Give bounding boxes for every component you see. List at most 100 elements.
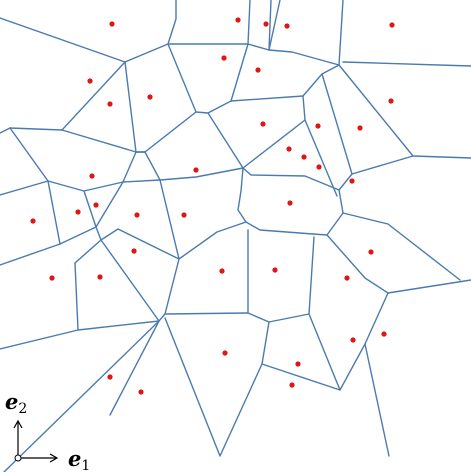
voronoi-site xyxy=(388,98,394,104)
voronoi-site xyxy=(221,55,227,61)
voronoi-site xyxy=(219,268,225,274)
voronoi-edge xyxy=(3,320,160,472)
voronoi-site xyxy=(357,125,363,131)
voronoi-edge xyxy=(207,112,244,169)
voronoi-edge xyxy=(74,239,102,264)
voronoi-sites xyxy=(30,17,395,395)
voronoi-edge xyxy=(9,127,63,131)
e2-label: e2 xyxy=(5,389,27,417)
voronoi-edge xyxy=(302,64,340,97)
voronoi-edge xyxy=(312,233,328,236)
voronoi-edge xyxy=(95,181,124,228)
voronoi-site xyxy=(316,164,322,170)
voronoi-site xyxy=(286,146,292,152)
voronoi-edge xyxy=(100,239,160,322)
voronoi-site xyxy=(255,67,261,73)
voronoi-site xyxy=(344,275,350,281)
voronoi-site xyxy=(147,94,153,100)
voronoi-edge xyxy=(268,0,344,66)
voronoi-site xyxy=(89,173,95,179)
origin-marker xyxy=(14,454,22,462)
voronoi-site xyxy=(181,212,187,218)
voronoi-site xyxy=(107,101,113,107)
voronoi-site xyxy=(107,374,113,380)
voronoi-site xyxy=(49,275,55,281)
voronoi-site xyxy=(131,248,137,254)
voronoi-site xyxy=(272,267,278,273)
voronoi-edge xyxy=(47,180,61,245)
voronoi-edge xyxy=(159,167,244,181)
voronoi-edge xyxy=(308,313,341,391)
voronoi-edge xyxy=(342,61,471,67)
voronoi-site xyxy=(134,212,140,218)
voronoi-site xyxy=(87,78,93,84)
voronoi-edge xyxy=(144,151,161,181)
voronoi-edge xyxy=(122,179,161,183)
voronoi-site xyxy=(138,389,144,395)
voronoi-edge xyxy=(342,212,389,225)
voronoi-site xyxy=(389,22,395,28)
axes-indicator: e1 e2 xyxy=(5,389,90,472)
voronoi-site xyxy=(235,17,241,23)
voronoi-edge xyxy=(230,43,249,102)
voronoi-site xyxy=(287,200,293,206)
voronoi-edge xyxy=(47,151,146,192)
voronoi-site xyxy=(368,249,374,255)
voronoi-edge xyxy=(387,223,461,281)
voronoi-site xyxy=(193,167,199,173)
voronoi-edge xyxy=(100,228,119,241)
voronoi-edge xyxy=(245,221,314,235)
e2-arrow xyxy=(13,419,23,458)
voronoi-edge xyxy=(59,226,102,245)
voronoi-edge xyxy=(261,321,366,391)
voronoi-edge xyxy=(61,61,126,131)
voronoi-edge xyxy=(237,167,247,223)
voronoi-site xyxy=(350,337,356,343)
voronoi-site xyxy=(381,331,387,337)
voronoi-edge xyxy=(124,61,137,153)
voronoi-edge xyxy=(0,262,79,350)
voronoi-edge xyxy=(167,43,197,113)
voronoi-edge xyxy=(195,95,304,114)
voronoi-edge xyxy=(338,64,471,159)
voronoi-edge xyxy=(164,236,315,323)
voronoi-edge xyxy=(304,119,338,197)
voronoi-edge xyxy=(83,190,97,228)
voronoi-site xyxy=(301,154,307,160)
e1-label: e1 xyxy=(68,446,90,472)
voronoi-edge xyxy=(364,292,390,457)
voronoi-site xyxy=(315,123,321,129)
voronoi-edge xyxy=(0,127,11,134)
voronoi-site xyxy=(284,23,290,29)
voronoi-site xyxy=(222,350,228,356)
voronoi-site xyxy=(295,361,301,367)
voronoi-edge xyxy=(117,228,180,260)
voronoi-edge xyxy=(0,243,61,266)
voronoi-edge xyxy=(144,111,197,153)
voronoi-site xyxy=(30,218,36,224)
voronoi-edge xyxy=(9,127,49,182)
voronoi-edge xyxy=(164,317,263,457)
voronoi-edge xyxy=(326,234,471,294)
voronoi-site xyxy=(349,178,355,184)
voronoi-site xyxy=(263,21,269,27)
voronoi-site xyxy=(75,209,81,215)
voronoi-edge xyxy=(159,179,247,260)
voronoi-edge xyxy=(0,17,126,63)
e1-arrow xyxy=(18,453,59,463)
voronoi-edge xyxy=(109,320,160,416)
voronoi-edge xyxy=(351,155,414,175)
voronoi-site xyxy=(97,274,103,280)
voronoi-edge xyxy=(268,0,281,51)
voronoi-edge xyxy=(77,320,160,331)
voronoi-edge xyxy=(158,258,180,322)
voronoi-edge xyxy=(61,129,137,153)
voronoi-site xyxy=(109,21,115,27)
voronoi-site xyxy=(260,121,266,127)
voronoi-edge xyxy=(242,167,340,191)
voronoi-site xyxy=(289,382,295,388)
voronoi-edge xyxy=(124,0,177,63)
voronoi-edge xyxy=(326,189,344,236)
